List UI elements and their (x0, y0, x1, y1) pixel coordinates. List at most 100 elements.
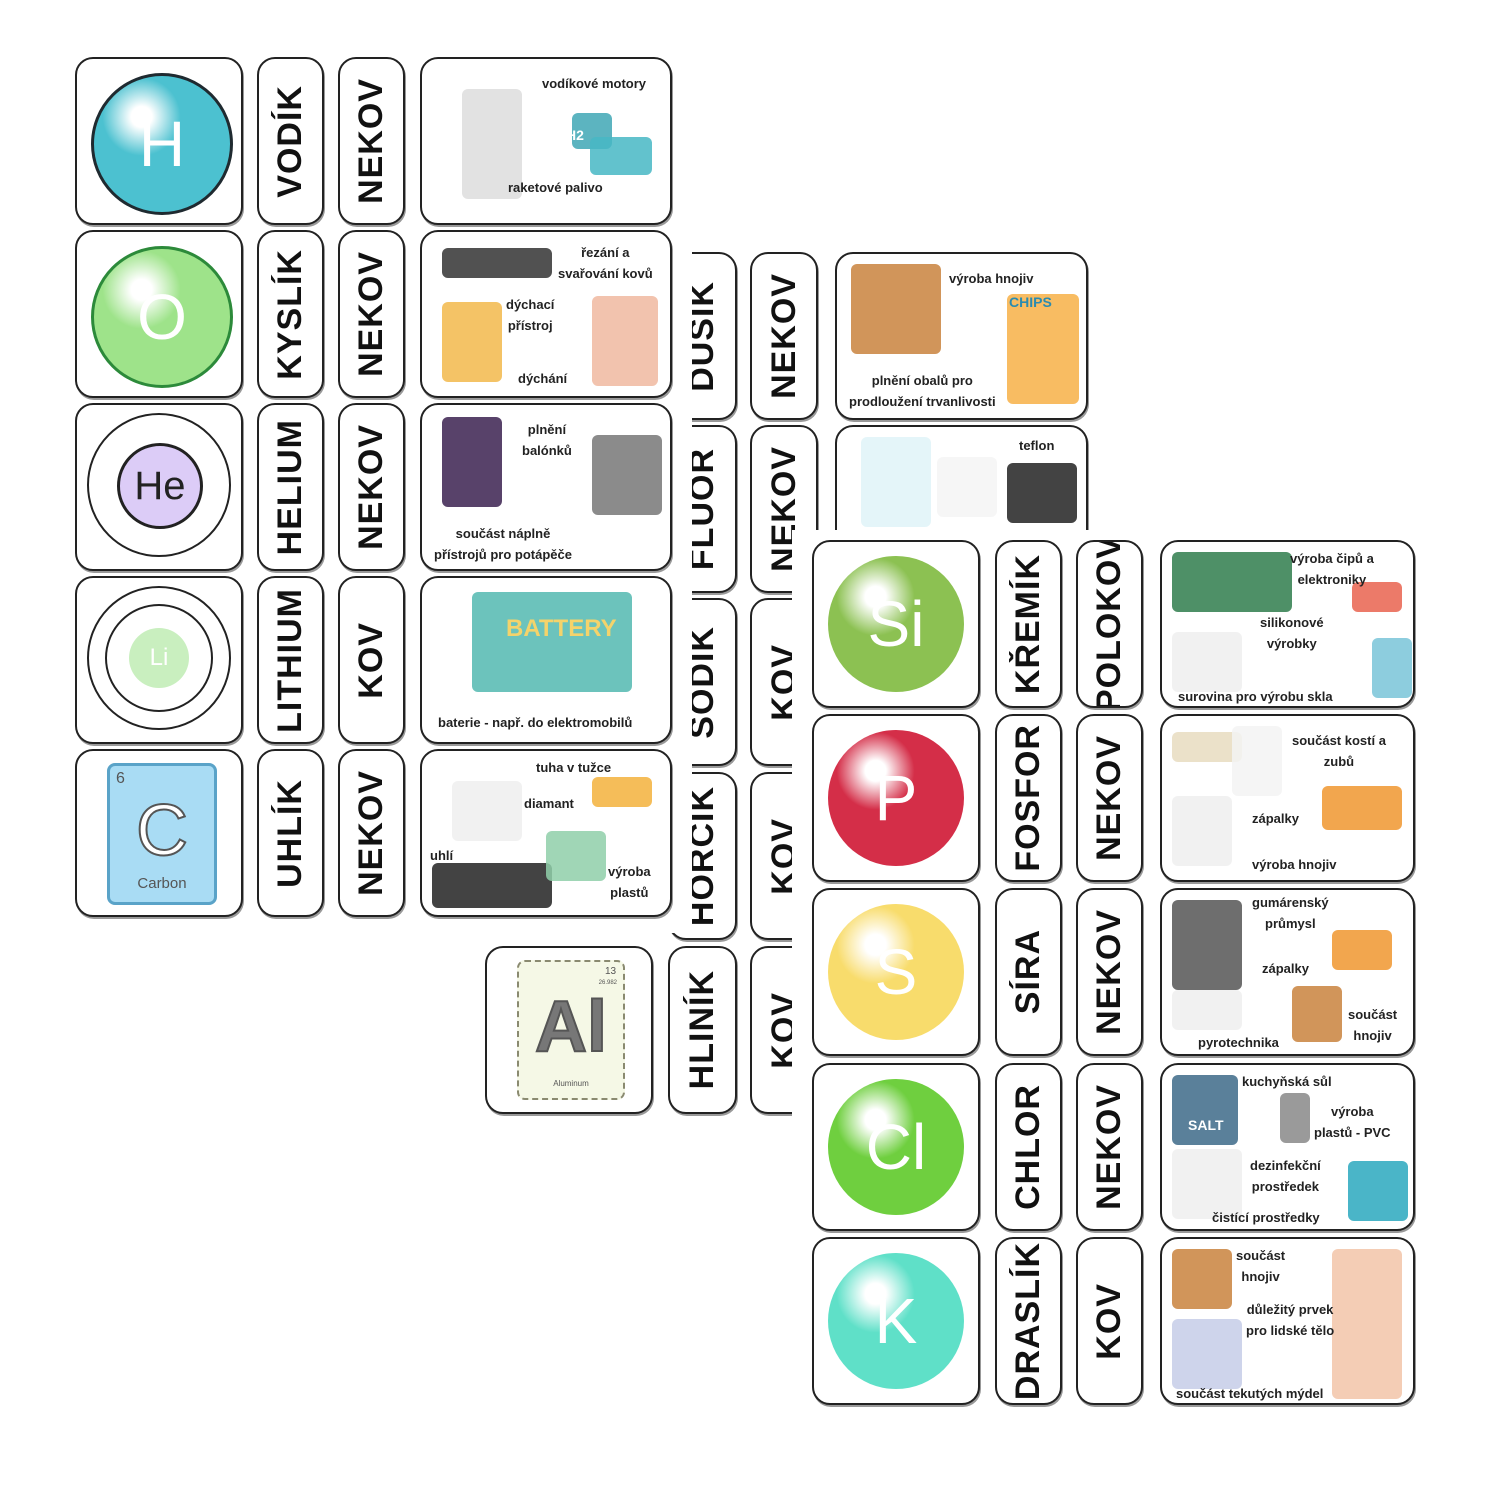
element-type-card: NEKOV (1076, 888, 1143, 1056)
fertilizer-bag-illustration (1292, 986, 1342, 1042)
element-type: NEKOV (1090, 1084, 1128, 1210)
element-type-card: NEKOV (1076, 1063, 1143, 1231)
element-name-card: KYSLÍK (257, 230, 324, 398)
use-label: výroba hnojiv (949, 271, 1034, 286)
atom-nucleus: He (117, 443, 203, 529)
use-label: výroba plastů - PVC (1314, 1104, 1391, 1140)
use-label: součást hnojiv (1348, 1007, 1398, 1043)
element-type-card: NEKOV (1076, 714, 1143, 882)
toothpaste-illustration (861, 437, 931, 527)
use-label: výroba čipů a elektroniky (1290, 551, 1374, 587)
glass-illustration (1172, 632, 1242, 692)
symbol-card: Cl (812, 1063, 980, 1231)
element-symbol: S (874, 936, 918, 1008)
use-label: zápalky (1252, 811, 1299, 826)
use-label: kuchyňská sůl (1242, 1074, 1332, 1089)
element-type: KOV (352, 621, 390, 699)
chips-bag-illustration (1007, 294, 1079, 404)
element-symbol: K (874, 1285, 918, 1357)
battery-illustration (472, 592, 632, 692)
symbol-card: He (75, 403, 243, 571)
element-name: DRASLÍK (1009, 1241, 1047, 1401)
use-label: plnění obalů pro prodloužení trvanlivost… (849, 373, 996, 409)
element-symbol-circle: H (91, 73, 233, 215)
tires-illustration (1172, 900, 1242, 990)
atomic-mass: 26.982 (598, 980, 617, 986)
salt-bag-illustration (1172, 1075, 1238, 1145)
element-name: UHLÍK (271, 778, 309, 888)
matchbox-illustration (1322, 786, 1402, 830)
phone-case-illustration (1372, 638, 1412, 698)
element-name-card: LITHIUM (257, 576, 324, 744)
cleaning-products-illustration (1348, 1161, 1408, 1221)
diamond-illustration (452, 781, 522, 841)
matchbox-illustration (1332, 930, 1392, 970)
element-name-card: SÍRA (995, 888, 1062, 1056)
element-uses-card: výroba hnojiv plnění obalů pro prodloužen… (835, 252, 1088, 420)
element-name: KYSLÍK (271, 248, 309, 380)
use-label: čistící prostředky (1212, 1210, 1320, 1225)
use-label: součást tekutých mýdel (1176, 1386, 1324, 1401)
element-symbol: Si (867, 588, 925, 660)
element-type-card: NEKOV (338, 403, 405, 571)
welding-torch-illustration (442, 248, 552, 278)
use-label: silikonové výrobky (1260, 615, 1324, 651)
element-type-card: POLOKOV (1076, 540, 1143, 708)
element-symbol: O (137, 281, 187, 353)
soap-dispenser-illustration (1172, 1319, 1242, 1389)
element-name: HLINÍK (683, 970, 721, 1090)
element-symbol: H (138, 108, 186, 180)
symbol-card: K (812, 1237, 980, 1405)
element-name-card: KŘEMÍK (995, 540, 1062, 708)
coal-illustration (432, 863, 552, 908)
element-symbol: He (134, 463, 186, 508)
circuit-board-illustration (1172, 552, 1292, 612)
use-label: výroba plastů (608, 864, 651, 900)
element-name: LITHIUM (271, 587, 309, 733)
use-label: raketové palivo (508, 180, 603, 195)
cleaning-hand-illustration (1172, 1149, 1242, 1219)
element-name: KŘEMÍK (1009, 553, 1047, 695)
use-label: zápalky (1262, 961, 1309, 976)
firework-illustration (1172, 990, 1242, 1030)
element-type-card: NEKOV (750, 252, 818, 420)
use-label: dezinfekční prostředek (1250, 1158, 1321, 1194)
illustration-caption: BATTERY (506, 615, 617, 642)
plastic-bottles-illustration (546, 831, 606, 881)
use-label: pyrotechnika (1198, 1035, 1279, 1050)
element-type: NEKOV (1090, 735, 1128, 861)
element-type: NEKOV (352, 251, 390, 377)
symbol-card: H (75, 57, 243, 225)
element-uses-card: výroba čipů a elektroniky silikonové výro… (1160, 540, 1415, 708)
illustration-caption: SALT (1188, 1117, 1224, 1133)
element-type-card: NEKOV (338, 230, 405, 398)
use-label: teflon (1019, 438, 1055, 453)
element-symbol: Cl (865, 1111, 927, 1183)
car-illustration (590, 137, 652, 175)
element-name-card: VODÍK (257, 57, 324, 225)
element-name-card: DRASLÍK (995, 1237, 1062, 1405)
atomic-number: 13 (605, 966, 617, 977)
use-label: uhlí (430, 848, 454, 863)
illustration-caption: CHIPS (1009, 294, 1052, 310)
atom-orbit-icon (87, 586, 231, 730)
element-type: NEKOV (352, 424, 390, 550)
teeth-illustration (937, 457, 997, 517)
symbol-card: S (812, 888, 980, 1056)
element-name-card: HELIUM (257, 403, 324, 571)
element-type-card: NEKOV (338, 749, 405, 917)
element-symbol-circle: P (828, 730, 964, 866)
use-label: plnění balónků (522, 422, 572, 458)
element-name: VODÍK (271, 84, 309, 198)
element-symbol-circle: K (828, 1253, 964, 1389)
teeth-illustration (1232, 726, 1282, 796)
element-type: NEKOV (352, 78, 390, 204)
